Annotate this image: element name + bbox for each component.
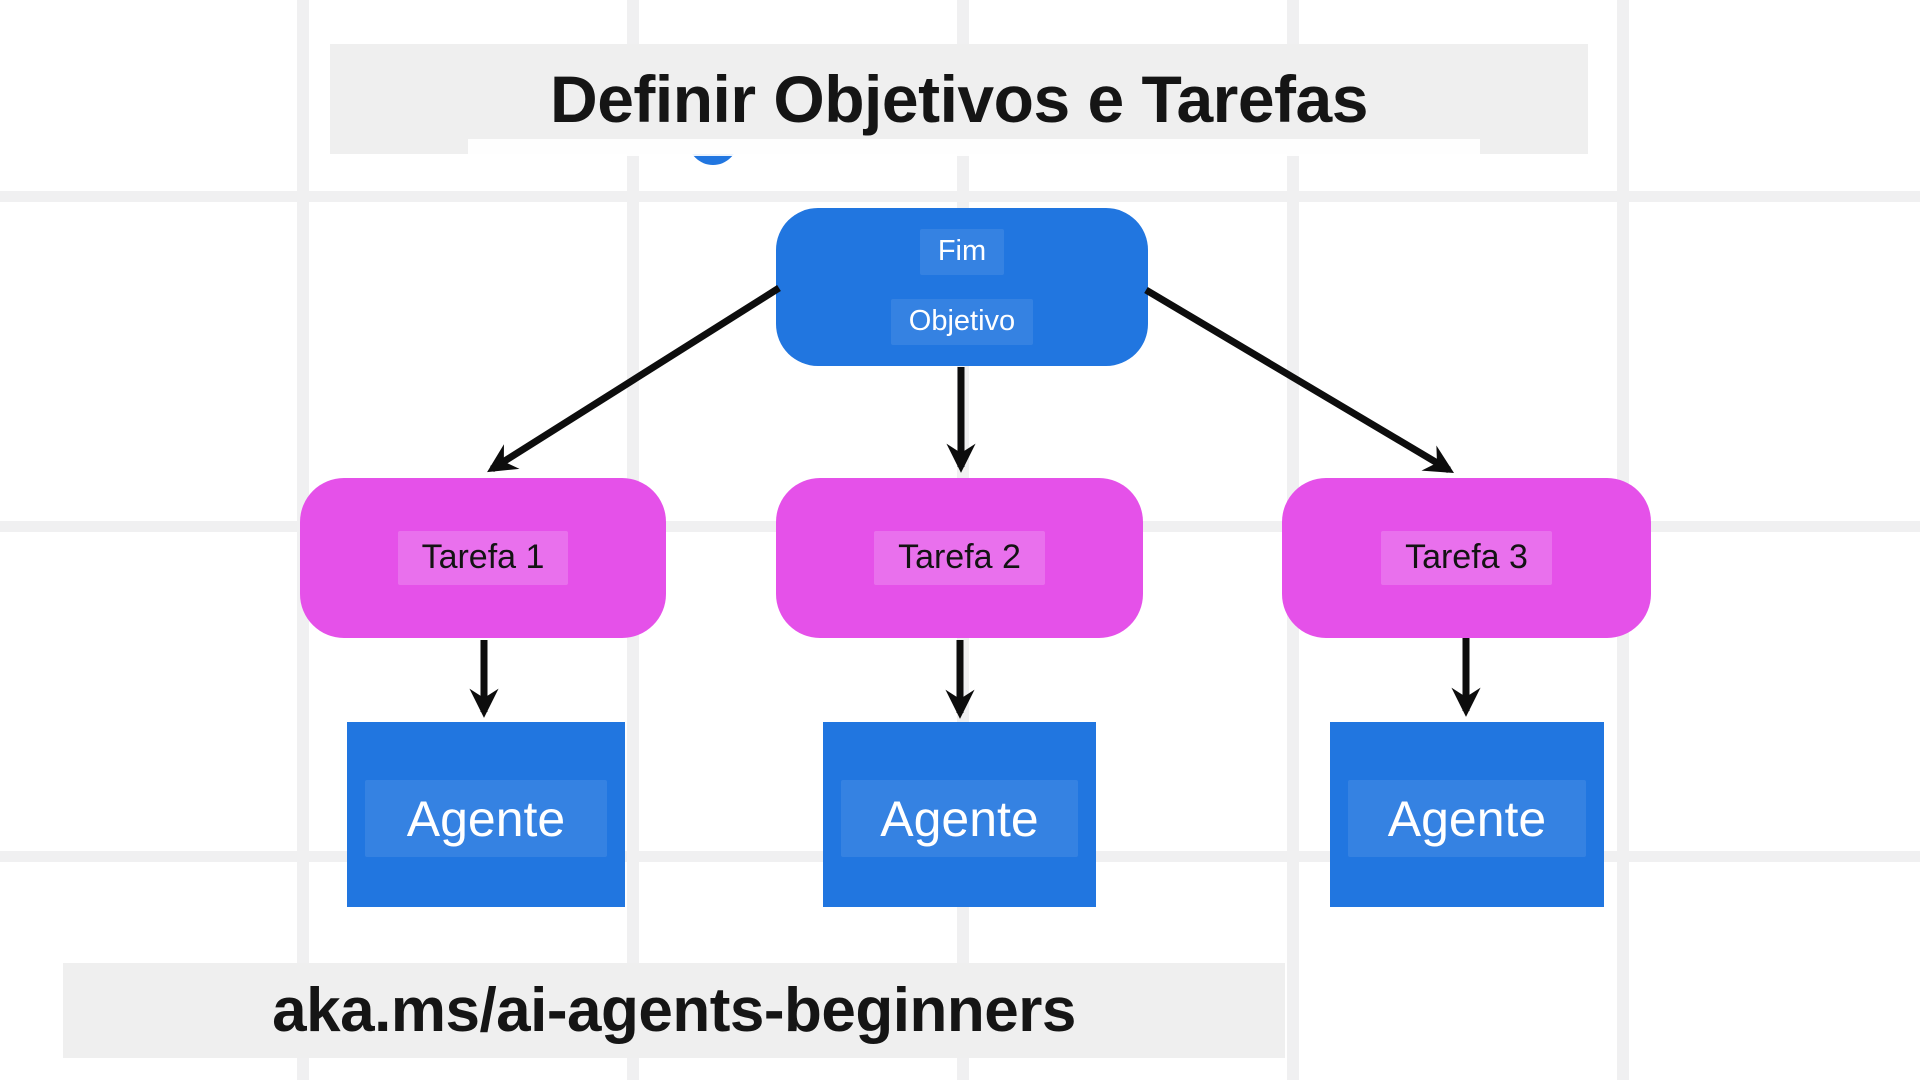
edge-objetivo-tarefa-1-arrow xyxy=(487,285,781,473)
node-tarefa-3: Tarefa 3 xyxy=(1282,478,1651,638)
edge-objetivo-tarefa-3-arrow xyxy=(1144,286,1455,474)
footer-bar xyxy=(63,963,1285,1058)
footer-link-text: aka.ms/ai-agents-beginners xyxy=(272,976,1076,1045)
title-bar xyxy=(330,44,1588,154)
node-agente-2-label: Agente xyxy=(841,780,1078,857)
node-tarefa-1-label: Tarefa 1 xyxy=(397,531,569,585)
node-agente-3: Agente xyxy=(1330,722,1604,907)
node-agente-2: Agente xyxy=(823,722,1096,907)
node-agente-1-label: Agente xyxy=(365,780,607,857)
page-title: Definir Objetivos e Tarefas xyxy=(550,62,1368,136)
node-agente-1: Agente xyxy=(347,722,625,907)
node-objetivo: Fim Objetivo xyxy=(776,208,1148,366)
node-tarefa-1: Tarefa 1 xyxy=(300,478,666,638)
title-highlight-strip xyxy=(468,139,1480,156)
node-tarefa-3-label: Tarefa 3 xyxy=(1381,531,1552,585)
node-tarefa-2: Tarefa 2 xyxy=(776,478,1143,638)
node-agente-3-label: Agente xyxy=(1348,780,1586,857)
node-tarefa-2-label: Tarefa 2 xyxy=(874,531,1045,585)
node-objetivo-line1: Fim xyxy=(919,229,1005,275)
node-objetivo-line2: Objetivo xyxy=(890,299,1034,345)
